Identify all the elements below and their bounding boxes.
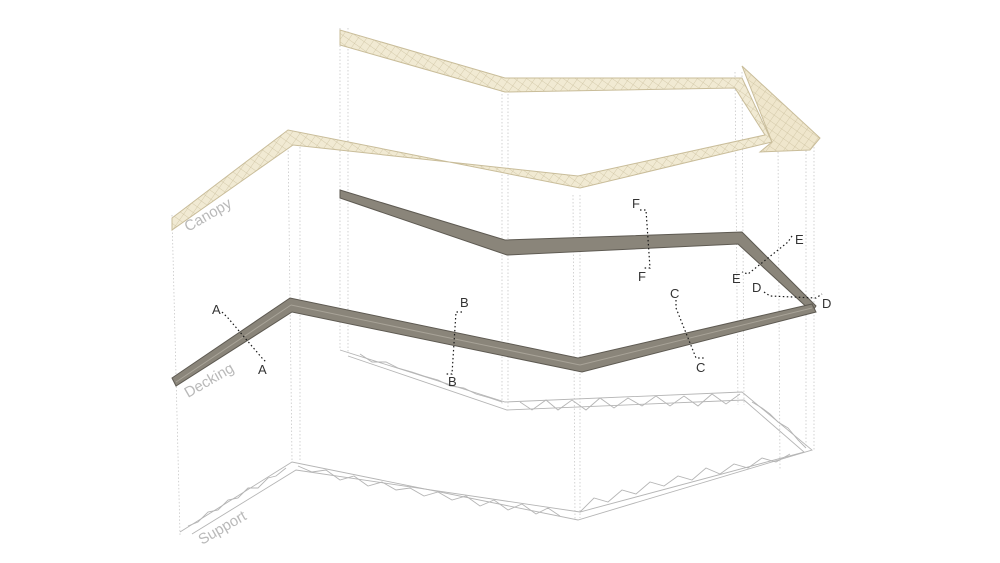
decking-lower-slab [171,297,817,387]
section-b: B B [446,295,469,389]
section-c-start-label: C [670,286,679,301]
decking-edge-highlight [579,307,813,366]
decking-edge-highlight [290,304,581,366]
decking-layer: Decking [171,189,817,401]
section-f-start-label: F [632,196,640,211]
truss-lower-chord [191,355,805,535]
support-label: Support [196,507,251,548]
section-a-start-label: A [212,302,221,317]
section-f-end-label: F [638,269,646,284]
section-a-end-label: A [258,362,267,377]
projection-lines [171,28,815,536]
section-d-end-label: D [822,296,831,311]
section-d: D D [752,280,831,311]
truss-upper-chord [179,349,813,533]
section-e-end-label: E [732,271,741,286]
section-e: E E [732,232,804,286]
section-d-start-label: D [752,280,761,295]
section-c: C C [670,286,706,375]
canopy-layer: Canopy [171,29,821,235]
canopy-mesh-pattern [172,30,772,230]
canopy-right-return-pattern [742,66,820,152]
section-markers: A A B B C C F F E E D D [212,196,831,389]
decking-edge-highlight [175,304,292,383]
section-c-end-label: C [696,360,705,375]
section-e-start-label: E [795,232,804,247]
section-f: F F [632,196,651,284]
canopy-mesh-surface [171,29,773,231]
section-b-start-label: B [460,295,469,310]
section-a: A A [212,302,267,377]
section-b-end-label: B [448,374,457,389]
truss-web [187,353,807,527]
support-layer: Support [179,349,813,548]
decking-upper-slab [339,189,817,313]
